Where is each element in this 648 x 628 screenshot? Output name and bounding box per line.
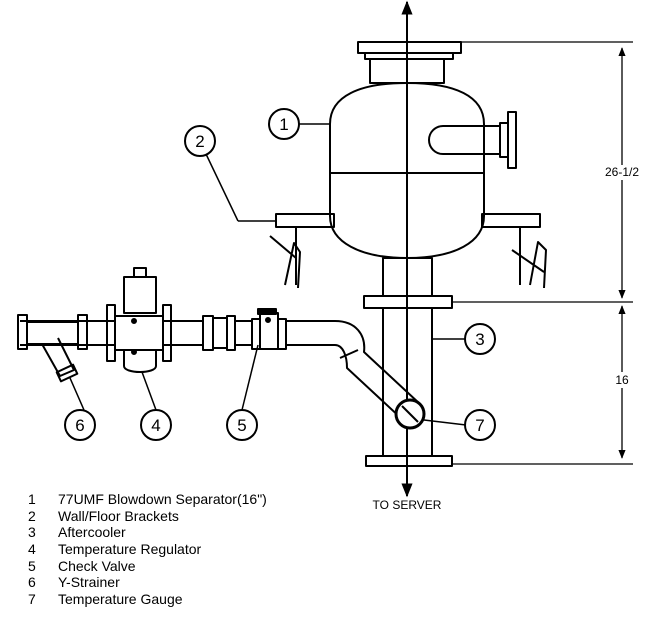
dimension-lower-label: 16 [615, 373, 629, 387]
legend-number: 1 [28, 491, 36, 507]
callout-circle-2 [184, 125, 216, 157]
legend-item: 2 Wall/Floor Brackets [28, 508, 267, 525]
wall-floor-bracket-right [481, 213, 547, 289]
callout-number-1: 1 [279, 115, 288, 134]
legend-item: 4 Temperature Regulator [28, 541, 267, 558]
separator-inlet-flange [507, 111, 517, 169]
wall-floor-bracket-left [269, 213, 335, 289]
legend-item: 7 Temperature Gauge [28, 591, 267, 608]
temperature-gauge [394, 398, 426, 430]
blowdown-separator [329, 41, 517, 297]
legend-label: 77UMF Blowdown Separator(16") [58, 491, 267, 507]
legend-item: 1 77UMF Blowdown Separator(16") [28, 491, 267, 508]
temperature-regulator [106, 267, 172, 373]
legend-number: 6 [28, 574, 36, 591]
callout-number-5: 5 [237, 416, 246, 435]
callout-circle-3 [464, 323, 496, 355]
pipe-union [202, 315, 236, 351]
callout-circle-4 [140, 409, 172, 441]
legend-label: Y-Strainer [58, 574, 120, 591]
callout-circle-1 [268, 108, 300, 140]
dimension-upper-label: 26-1/2 [605, 165, 639, 179]
legend-label: Aftercooler [58, 524, 126, 541]
callout-circle-6 [64, 409, 96, 441]
dimension-lines [452, 41, 633, 465]
callout-number-6: 6 [75, 416, 84, 435]
check-valve [251, 308, 287, 350]
callout-number-3: 3 [475, 330, 484, 349]
separator-upper-head [329, 82, 485, 125]
callout-circle-7 [464, 409, 496, 441]
legend-label: Wall/Floor Brackets [58, 507, 179, 524]
strainer-basket [41, 337, 75, 377]
legend-label: Temperature Regulator [58, 541, 202, 558]
legend-number: 7 [28, 591, 36, 608]
flow-direction-label: TO SERVER [373, 498, 442, 512]
legend-item: 3 Aftercooler [28, 524, 267, 541]
parts-legend: 1 77UMF Blowdown Separator(16") 2 Wall/Flo… [28, 491, 267, 608]
aftercooler-bottom-flange [365, 455, 453, 467]
legend-number: 5 [28, 557, 36, 574]
callout-circle-5 [226, 409, 258, 441]
y-strainer [17, 314, 88, 383]
separator-inlet-pipe [428, 125, 500, 155]
separator-top-flange [357, 41, 462, 54]
legend-number: 4 [28, 541, 36, 558]
callout-number-4: 4 [151, 416, 160, 435]
legend-number: 3 [28, 524, 36, 541]
callout-number-2: 2 [195, 132, 204, 151]
legend-item: 6 Y-Strainer [28, 574, 267, 591]
callout-number-7: 7 [475, 416, 484, 435]
legend-label: Check Valve [58, 557, 136, 574]
legend-label: Temperature Gauge [58, 591, 183, 608]
legend-item: 5 Check Valve [28, 558, 267, 575]
legend-number: 2 [28, 507, 36, 524]
regulator-actuator [123, 276, 157, 314]
